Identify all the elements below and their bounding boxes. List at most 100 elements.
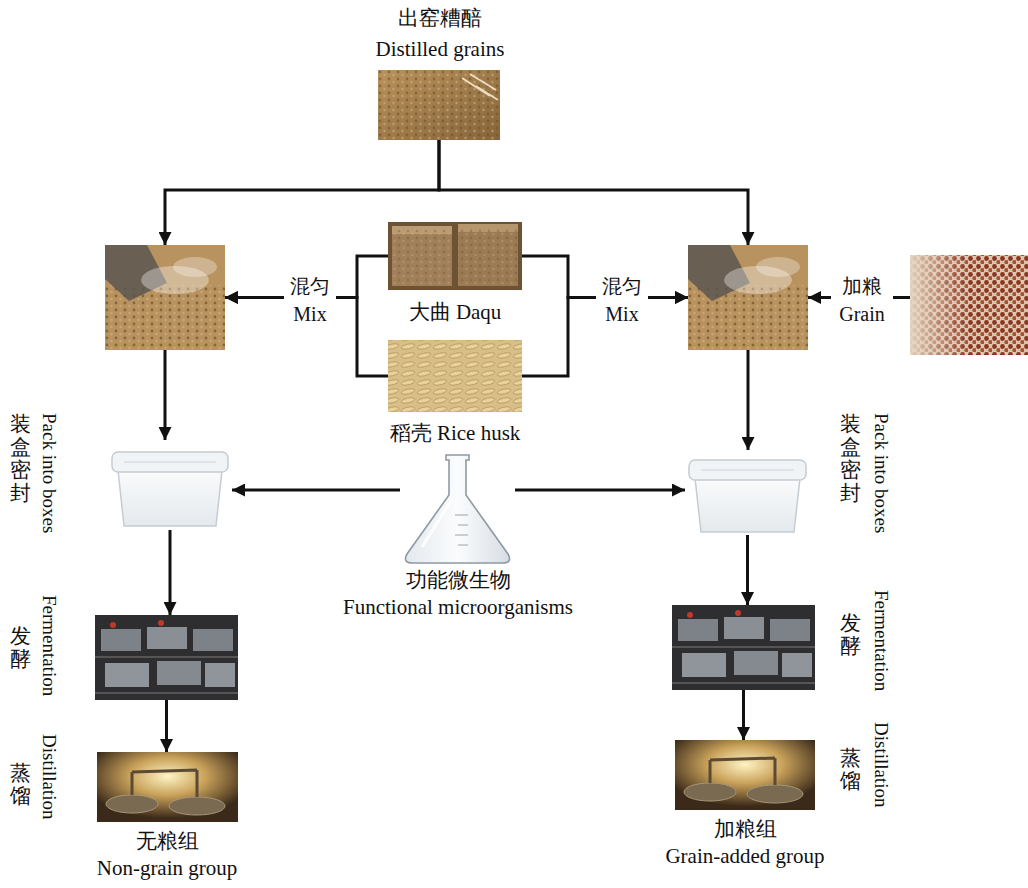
plastic-box-icon-part [695,478,800,532]
fermentation-photo-part [147,627,187,649]
fermentation-photo-part [770,619,810,641]
fermentation-photo-part [101,629,141,651]
fermentation-photo-part [672,605,815,690]
fermentation-photo-part [95,657,238,693]
process-node: 出窑糟醅Distilled grains [378,70,500,140]
rotated-label: Pack into boxes [870,413,892,533]
caption-text: 大曲 Daqu [409,299,502,325]
vertical-label: 蒸馏 [10,762,31,808]
fermentation-photo-part [105,663,149,687]
flask-icon-part [405,455,509,563]
rotated-label: Fermentation [38,595,60,696]
fermentation-photo-part [110,622,116,628]
vertical-label: 蒸馏 [840,747,861,793]
fermentation-photo-part [678,619,718,641]
rice-husk-photo-part [388,340,522,412]
flask-icon [405,455,509,563]
fermentation-photo-part [672,647,815,683]
flow-arrow [169,530,172,615]
process-node: 大曲 Daqu [388,222,522,290]
process-node: 装盒密封Pack into boxes [108,440,232,530]
flow-arrow [742,690,745,740]
fermentation-photo-part [158,620,164,626]
plastic-box-icon-part [118,470,222,526]
caption-text: Functional microorganisms [343,594,573,620]
distillation-photo [97,752,238,822]
process-node [688,245,808,350]
fermentation-photo-part [157,661,201,685]
caption-text: 功能微生物 [406,567,511,593]
daqu-photo-part [388,222,522,290]
daqu-photo-part [392,230,452,286]
fermentation-photo-part [782,653,812,677]
rotated-label: Distillation [38,734,60,820]
grain-photo [910,255,1028,355]
fermentation-photo-part [687,612,693,618]
distilled-grains-photo-part [378,70,500,140]
process-node [910,255,1028,355]
plastic-box-icon-part [124,461,216,463]
plastic-box-icon [689,460,806,532]
process-node: 发酵Fermentation [95,615,238,700]
fermentation-photo [95,615,238,700]
flow-arrow [165,140,439,245]
fermentation-photo-part [735,610,741,616]
process-node [105,245,225,350]
flow-arrow [164,350,167,440]
edge-label: 混匀 Mix [284,272,336,328]
plastic-box-icon-part [701,469,794,471]
daqu-photo-part [392,230,452,286]
process-node: 装盒密封Pack into boxes [685,450,810,535]
daqu-photo [388,222,522,290]
distilled-grains-photo-part [462,74,498,100]
distillation-photo-part [97,752,238,822]
edge-label: 混匀 Mix [596,272,648,328]
fermentation-photo-part [682,653,726,677]
caption-text: 稻壳 Rice husk [390,420,521,446]
caption-text: 无粮组 [136,828,199,854]
caption-text: Non-grain group [97,855,238,881]
fermentation-photo-part [734,651,778,675]
caption-text: 出窑糟醅 [398,5,482,31]
mixing-photo-part [756,257,800,277]
distillation-photo-part [747,785,803,803]
mixing-photo [688,245,808,350]
process-node: 蒸馏Distillation加粮组Grain-added group [675,740,815,810]
flow-arrow [746,535,749,605]
edge-label: 加粮 Grain [831,272,893,328]
caption-text: Distilled grains [376,36,505,62]
rice-husk-photo-part [388,340,522,412]
fermentation-photo-part [193,629,233,651]
mixing-photo-part [105,245,225,350]
distillation-photo-part [675,740,815,810]
flow-arrow [439,140,748,245]
process-node: 蒸馏Distillation无粮组Non-grain group [97,752,238,822]
distilled-grains-photo [378,70,500,140]
distillation-photo-part [710,758,775,785]
rotated-label: Fermentation [870,590,892,691]
fermentation-photo-part [205,663,235,687]
grain-photo-part [910,255,1028,355]
rice-husk-photo [388,340,522,412]
rotated-label: Pack into boxes [38,413,60,533]
fermentation-photo-part [95,615,238,700]
mixing-photo-part [688,245,808,350]
vertical-label: 装盒密封 [840,413,861,505]
distillation-photo [675,740,815,810]
distilled-grains-photo-part [378,70,500,140]
process-node: 功能微生物Functional microorganisms [400,455,515,565]
flow-arrow [747,350,750,450]
mixing-photo-part [173,257,217,277]
grain-photo-part [910,255,1028,355]
distillation-photo-part [684,783,736,801]
distillation-photo-part [169,797,225,815]
mixing-photo [105,245,225,350]
plastic-box-icon-part [689,460,806,480]
grain-photo-part [910,255,1028,355]
fermentation-photo-part [724,617,764,639]
rotated-label: Distillation [870,722,892,808]
caption-text: Grain-added group [665,843,824,869]
flask-icon-part [422,499,452,547]
vertical-label: 发酵 [10,625,31,671]
plastic-box-icon-part [112,452,228,472]
